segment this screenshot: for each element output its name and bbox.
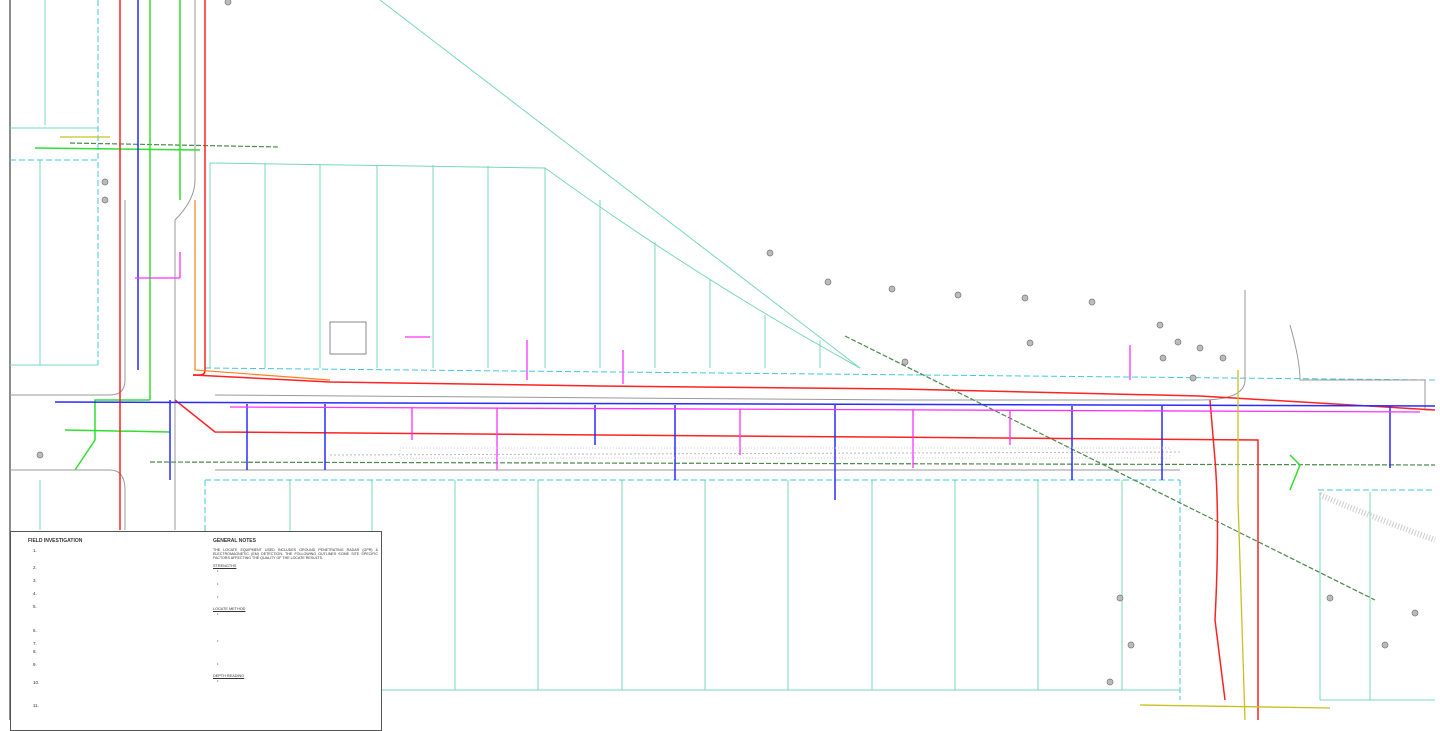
- list-item: 8.: [33, 649, 37, 654]
- bullet: •: [217, 661, 378, 666]
- general-notes-text: THE LOCATE EQUIPMENT USED INCLUDES GROUN…: [213, 548, 378, 561]
- bullet: •: [217, 611, 378, 616]
- field-investigation-title: FIELD INVESTIGATION: [28, 538, 82, 544]
- sidewalk-hatch: [400, 448, 1170, 458]
- gas-lines: [35, 0, 1300, 490]
- list-item: 6.: [33, 628, 37, 633]
- list-item: 5.: [33, 604, 37, 609]
- bullet: •: [217, 581, 378, 586]
- bullet: •: [217, 638, 378, 643]
- list-item: 9.: [33, 662, 37, 667]
- road-edges: [10, 0, 1435, 530]
- list-item: 10.: [33, 680, 39, 685]
- structure-outline: [330, 322, 366, 354]
- sidewalk-hatch-right: [1320, 495, 1435, 540]
- list-item: 3.: [33, 578, 37, 583]
- list-item: 11.: [33, 703, 39, 708]
- communication-lines: [135, 252, 1420, 470]
- list-item: 4.: [33, 591, 37, 596]
- bullet: •: [217, 568, 378, 573]
- list-item: 2.: [33, 565, 37, 570]
- water-lines: [55, 0, 1435, 500]
- general-notes-title: GENERAL NOTES: [213, 538, 378, 544]
- bullet: •: [217, 594, 378, 599]
- list-item: 1.: [33, 548, 37, 553]
- notes-panel: FIELD INVESTIGATION 1. 2. 3. 4. 5. 6. 7.…: [10, 531, 382, 731]
- bullet: •: [217, 678, 378, 683]
- orange-line: [195, 200, 330, 380]
- general-notes: GENERAL NOTES THE LOCATE EQUIPMENT USED …: [213, 538, 378, 683]
- list-item: 7.: [33, 641, 37, 646]
